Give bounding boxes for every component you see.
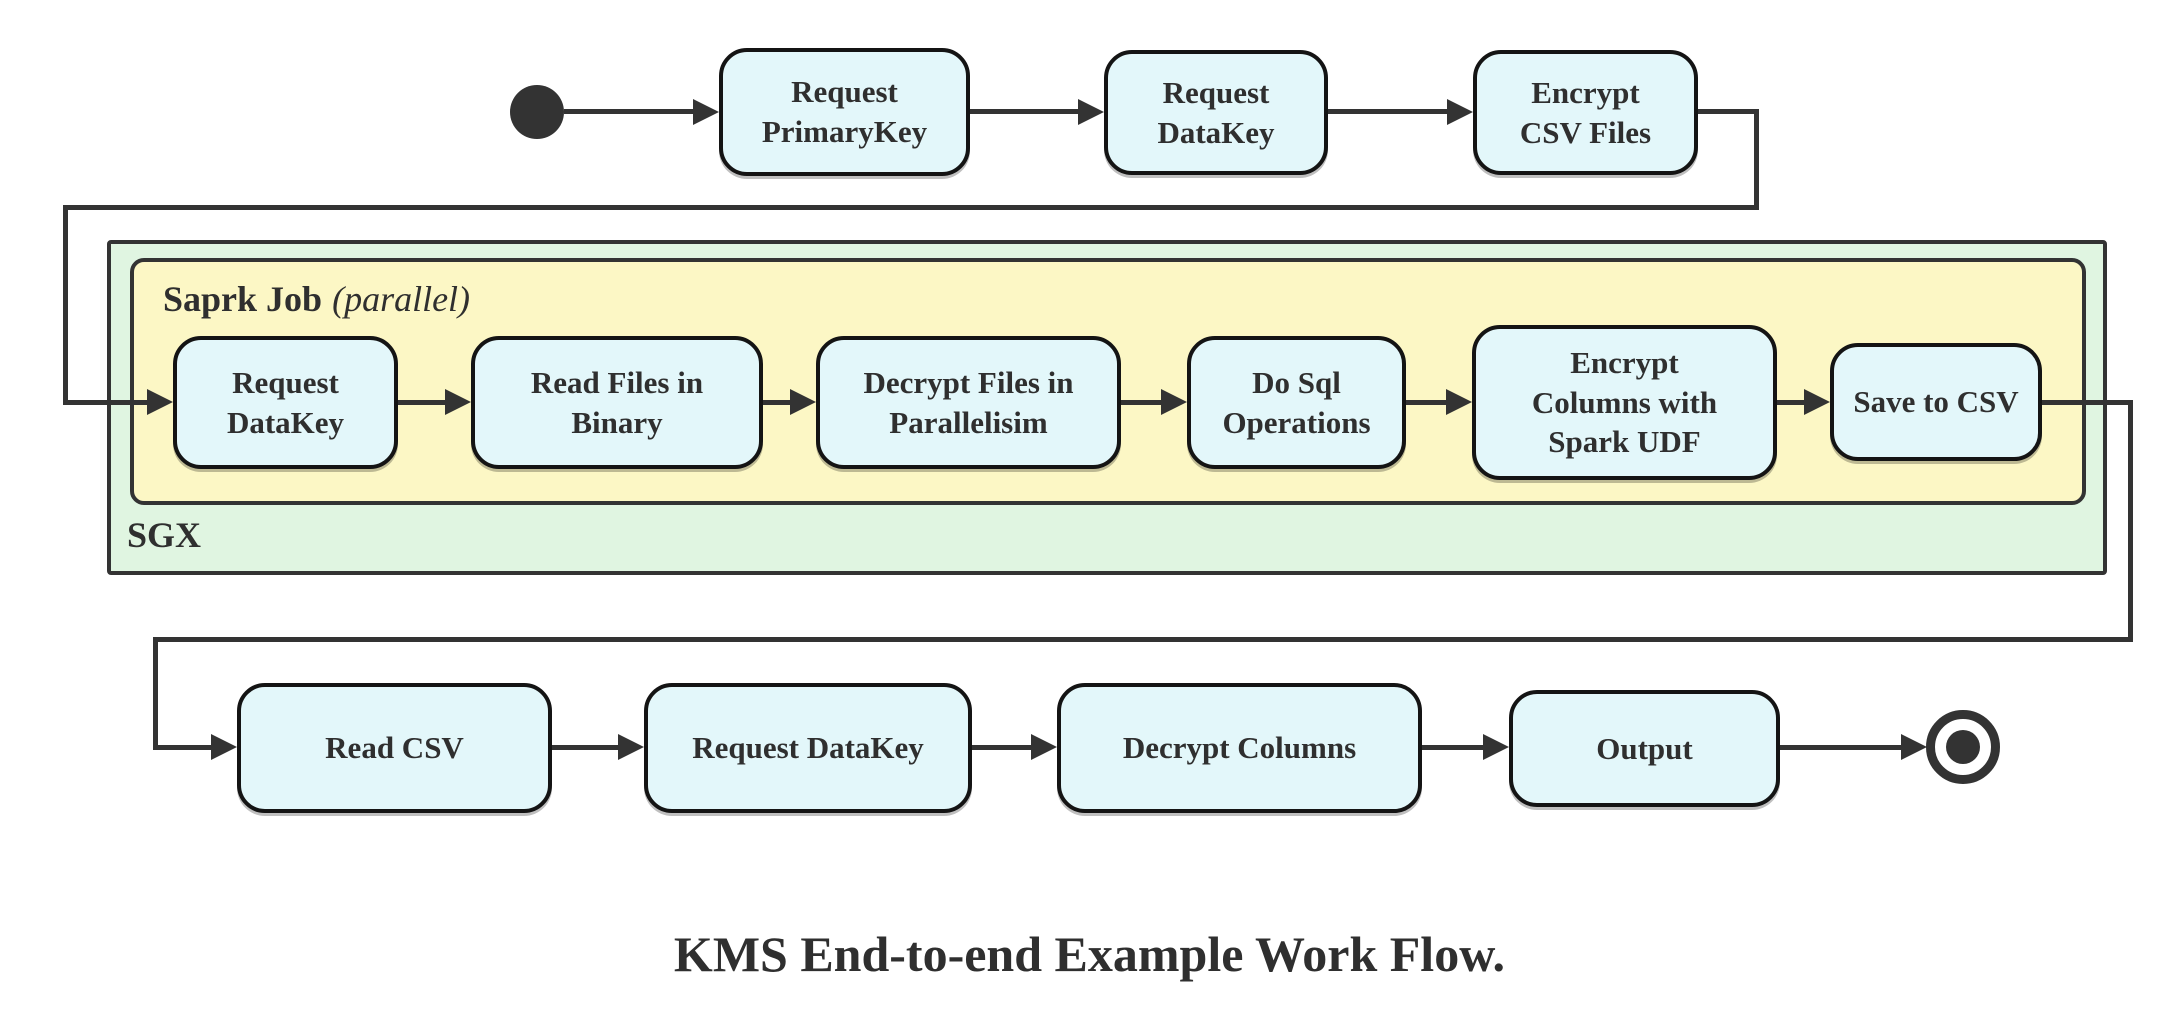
edge-segment: [2128, 400, 2133, 642]
initial-state-node: [510, 85, 564, 139]
arrowhead-icon: [790, 389, 816, 415]
final-state-inner-dot: [1946, 730, 1980, 764]
edge-segment: [2042, 400, 2133, 405]
state-read-files-in-binary: Read Files in Binary: [471, 336, 763, 469]
edge-segment: [1406, 400, 1446, 405]
state-request-datakey-bottom: Request DataKey: [644, 683, 972, 813]
state-decrypt-files-in-parallelisim: Decrypt Files in Parallelisim: [816, 336, 1121, 469]
state-encrypt-columns-with-spark-udf: Encrypt Columns with Spark UDF: [1472, 325, 1777, 480]
edge-segment: [552, 745, 618, 750]
edge-segment: [564, 109, 693, 114]
state-decrypt-columns: Decrypt Columns: [1057, 683, 1422, 813]
edge-segment: [63, 205, 1759, 210]
edge-segment: [63, 400, 147, 405]
state-output: Output: [1509, 690, 1780, 807]
arrowhead-icon: [1483, 734, 1509, 760]
arrowhead-icon: [1031, 734, 1057, 760]
edge-segment: [1777, 400, 1804, 405]
edge-segment: [1328, 109, 1447, 114]
edge-segment: [1754, 109, 1759, 210]
edge-segment: [398, 400, 445, 405]
arrowhead-icon: [1161, 389, 1187, 415]
final-state-node: [1926, 710, 2000, 784]
state-request-datakey-top: Request DataKey: [1104, 50, 1328, 175]
sgx-title: SGX: [127, 515, 202, 555]
state-do-sql-operations: Do Sql Operations: [1187, 336, 1406, 469]
arrowhead-icon: [1804, 389, 1830, 415]
arrowhead-icon: [1446, 389, 1472, 415]
state-encrypt-csv-files: Encrypt CSV Files: [1473, 50, 1698, 175]
edge-segment: [1780, 745, 1901, 750]
edge-segment: [153, 745, 211, 750]
state-request-primarykey: Request PrimaryKey: [719, 48, 970, 176]
diagram-caption: KMS End-to-end Example Work Flow.: [673, 926, 1506, 982]
edge-segment: [1698, 109, 1759, 114]
sgx-label: SGX: [127, 514, 201, 556]
state-save-to-csv: Save to CSV: [1830, 343, 2042, 461]
edge-segment: [1422, 745, 1483, 750]
edge-segment: [153, 637, 2133, 642]
edge-segment: [153, 637, 158, 750]
edge-segment: [763, 400, 790, 405]
spark-job-annotation: (parallel): [332, 279, 471, 319]
edge-segment: [1121, 400, 1161, 405]
arrowhead-icon: [693, 99, 719, 125]
spark-job-title: Saprk Job: [163, 279, 323, 319]
arrowhead-icon: [445, 389, 471, 415]
arrowhead-icon: [211, 734, 237, 760]
state-request-datakey-middle: Request DataKey: [173, 336, 398, 469]
arrowhead-icon: [618, 734, 644, 760]
edge-segment: [970, 109, 1078, 114]
arrowhead-icon: [1447, 99, 1473, 125]
edge-segment: [63, 205, 68, 405]
edge-segment: [972, 745, 1031, 750]
arrowhead-icon: [147, 389, 173, 415]
spark-job-label: Saprk Job(parallel): [163, 278, 470, 320]
arrowhead-icon: [1078, 99, 1104, 125]
state-read-csv: Read CSV: [237, 683, 552, 813]
arrowhead-icon: [1901, 734, 1927, 760]
